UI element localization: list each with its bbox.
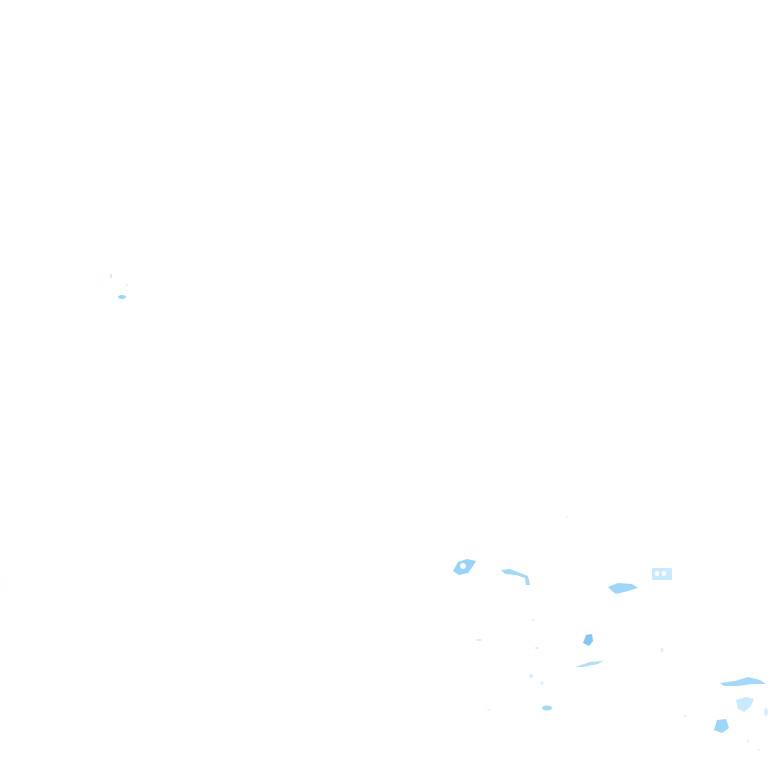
water-feature	[608, 583, 638, 594]
water-feature	[118, 295, 126, 299]
water-feature	[764, 708, 768, 716]
water-feature	[575, 661, 603, 667]
water-feature	[2, 583, 4, 585]
water-feature	[714, 719, 729, 733]
water-feature	[720, 677, 766, 686]
water-feature	[529, 674, 533, 678]
water-feature	[683, 715, 687, 717]
water-feature	[660, 648, 664, 652]
water-feature	[501, 569, 530, 585]
water-features	[2, 274, 768, 751]
water-feature	[460, 563, 466, 569]
water-feature	[540, 681, 544, 685]
water-feature	[535, 647, 539, 649]
water-feature	[566, 516, 568, 518]
water-feature	[542, 705, 552, 711]
water-feature	[583, 634, 593, 646]
water-feature	[736, 697, 754, 712]
water-feature	[655, 571, 659, 576]
water-feature	[109, 274, 113, 278]
water-feature	[531, 619, 535, 621]
water-feature	[747, 739, 749, 743]
water-feature	[758, 749, 760, 751]
water-feature	[662, 571, 666, 576]
water-feature	[487, 709, 491, 711]
water-feature	[126, 284, 128, 286]
water-feature	[476, 639, 482, 641]
